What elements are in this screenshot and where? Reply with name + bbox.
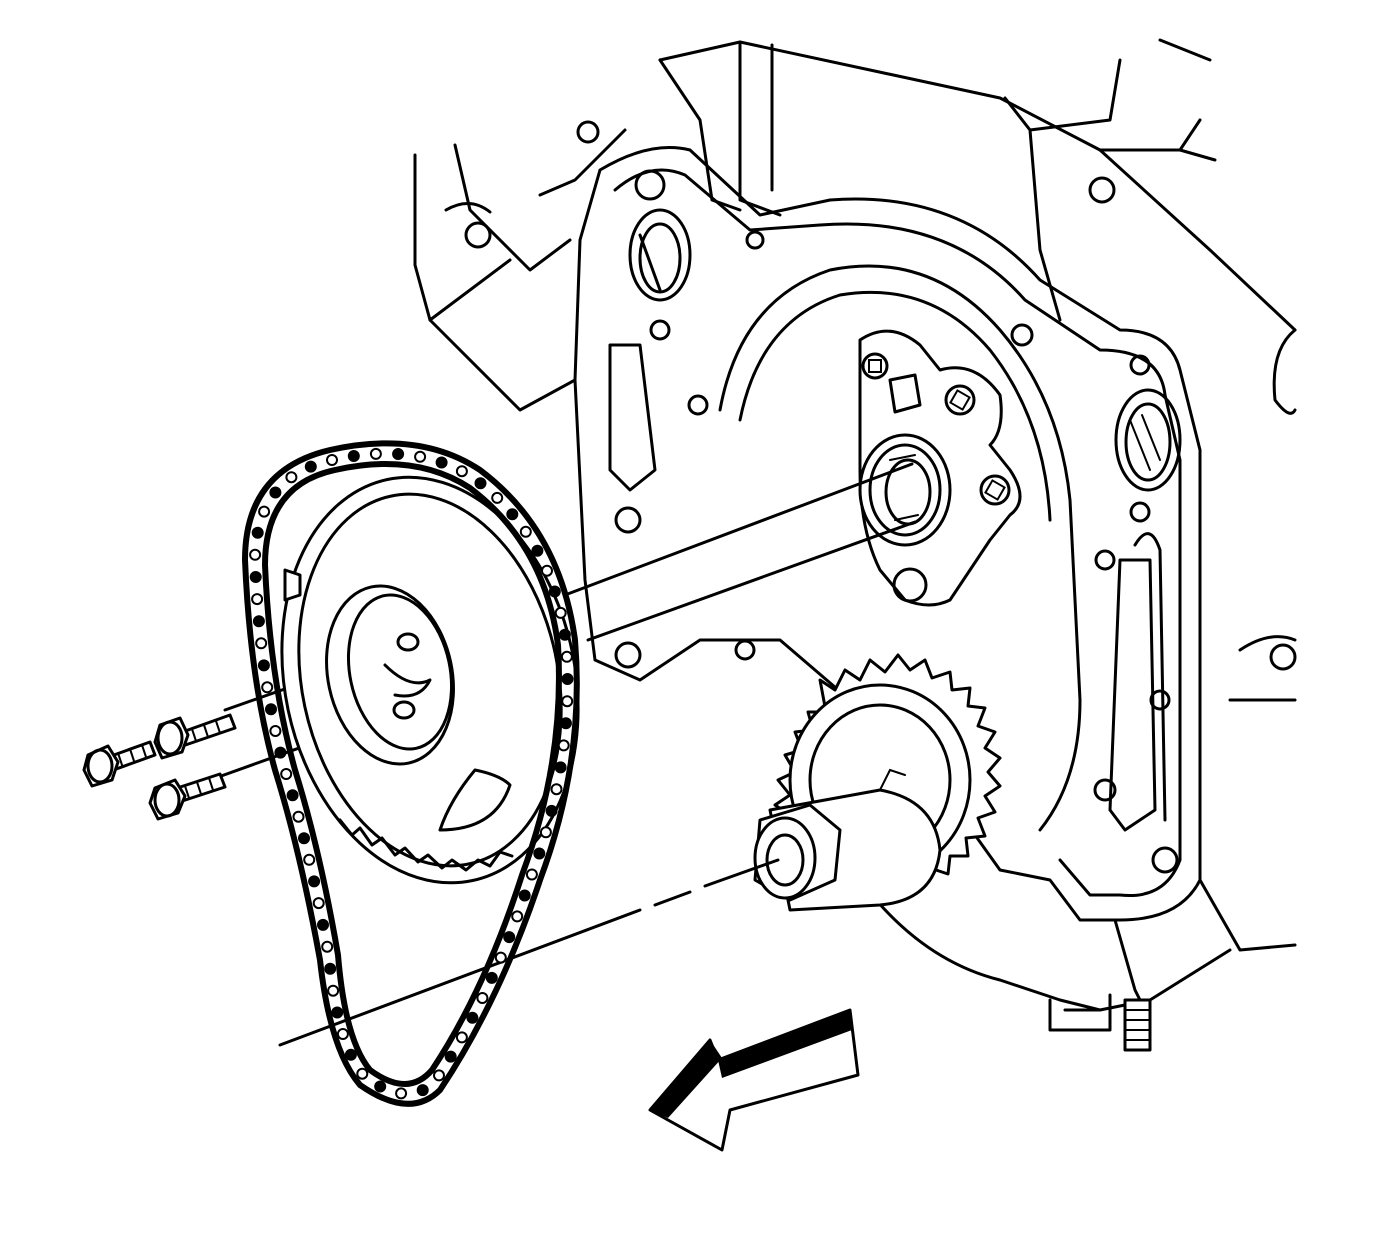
bolt [82,740,157,788]
chain-roller [539,826,552,839]
camshaft-retainer-plate [858,329,1022,607]
chain-roller [455,465,468,478]
chain-roller [476,992,489,1004]
bolt [148,772,227,821]
chain-roller [506,508,519,521]
chain-roller [558,628,571,641]
chain-roller [286,789,299,802]
chain-roller [326,454,338,466]
chain-roller [327,984,340,997]
chain-roller [455,1031,468,1044]
chain-roller [285,471,298,484]
chain-roller [494,951,507,964]
chain-roller [261,681,274,694]
chain-roller [561,695,574,708]
direction-arrow-icon [648,1008,860,1152]
chain-roller [344,1048,357,1061]
chain-roller [249,548,262,561]
chain-roller [531,544,544,557]
chain-roller [251,593,264,606]
chain-roller [298,832,310,845]
chain-roller [561,673,574,685]
chain-roller [548,585,561,598]
chain-roller [347,450,360,462]
chain-roller [560,650,573,663]
chain-roller [416,1084,429,1097]
chain-roller [491,491,504,504]
chain-roller [533,847,546,860]
chain-roller [466,1011,479,1024]
camshaft-sprocket [280,475,580,885]
chain-roller [433,1069,445,1082]
chain-roller [321,940,334,953]
chain-roller [257,659,270,672]
chain-roller [369,447,382,460]
sprocket-bolts [82,713,237,821]
chain-roller [265,703,277,716]
chain-roller [525,868,538,881]
chain-roller [519,525,532,538]
chain-roller [269,725,282,737]
timing-chain [241,440,580,1107]
chain-roller [474,477,487,490]
chain-roller [374,1080,387,1093]
chain-roller [559,717,572,730]
chain-roller [258,505,271,518]
chain-roller [317,918,329,931]
chain-roller [324,962,337,975]
chain-roller [503,931,516,944]
chain-roller [292,810,305,823]
chain-links [249,447,574,1100]
chain-roller [312,897,325,910]
chain-roller [356,1067,369,1080]
chain-roller [550,783,563,796]
engine-block [413,38,1297,1052]
bolt [153,713,237,760]
chain-roller [414,450,427,463]
chain-roller [444,1050,457,1063]
chain-roller [255,637,268,650]
chain-roller [545,804,558,817]
chain-roller [541,564,553,577]
chain-roller [485,971,498,984]
chain-roller [554,606,567,619]
chain-roller [269,486,282,499]
chain-roller [557,739,570,752]
chain-roller [252,615,265,628]
chain-roller [336,1028,349,1040]
chain-roller [395,1087,408,1100]
chain-roller [249,571,262,583]
chain-roller [308,875,321,888]
chain-roller [303,853,316,866]
chain-roller [435,456,448,469]
chain-roller [392,448,405,460]
crankshaft-sprocket [753,653,1002,912]
chain-roller [331,1006,344,1019]
chain-roller [304,460,317,473]
chain-roller [274,746,287,759]
chain-roller [280,768,293,780]
chain-roller [511,910,524,923]
chain-roller [251,526,264,539]
chain-roller [518,889,531,902]
chain-roller [554,761,567,774]
